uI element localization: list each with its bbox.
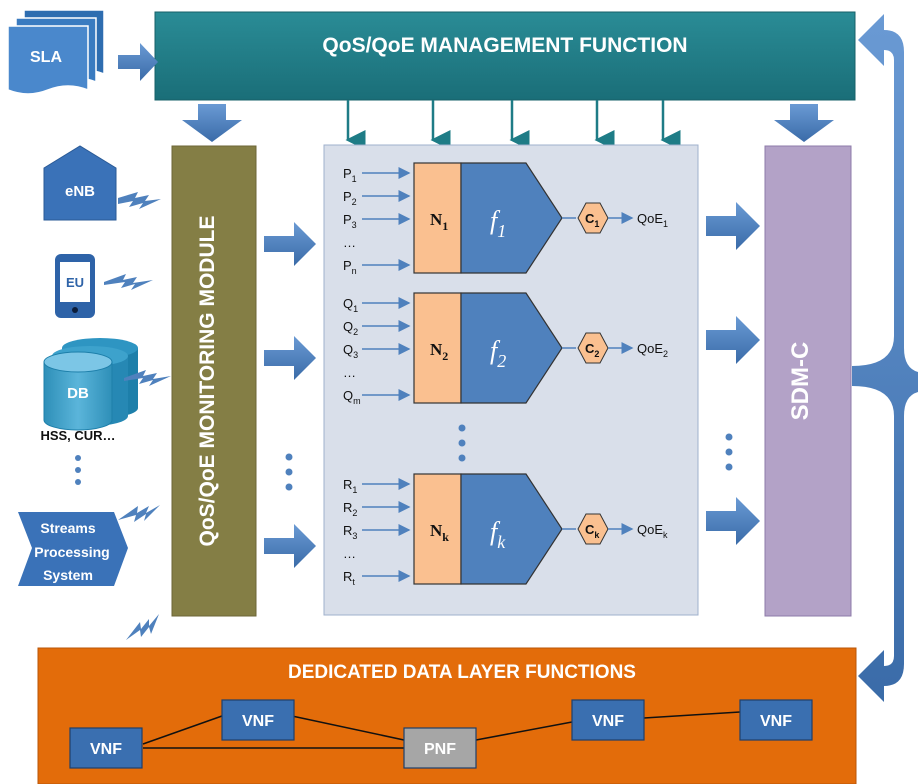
vnf-node: VNF — [571, 699, 645, 741]
eu-wireless-icon — [104, 274, 153, 290]
management-function: QoS/QoE MANAGEMENT FUNCTION — [154, 11, 856, 101]
model-input-label: R3 — [343, 523, 357, 541]
eu-label: EU — [66, 275, 84, 290]
streams-processing-system: Streams Processing System — [18, 512, 128, 586]
model-input-label: Q3 — [343, 342, 358, 360]
data-layer-title: DEDICATED DATA LAYER FUNCTIONS — [288, 662, 636, 683]
enb-label: eNB — [65, 183, 95, 200]
db-cylinder: DB — [43, 338, 138, 431]
model-input-label: Rt — [343, 569, 355, 587]
vnf-node: VNF — [69, 727, 143, 769]
model-input-label: Qm — [343, 388, 361, 406]
model-input-label: … — [343, 546, 356, 561]
normalization-label: Nk — [430, 521, 449, 544]
normalization-label: N1 — [430, 210, 448, 233]
db-caption: HSS, CUR… — [40, 428, 115, 443]
qoe-output-label: QoE2 — [637, 341, 668, 359]
db-label: DB — [67, 385, 89, 402]
data-layer-links — [142, 711, 741, 749]
data-layer-nodes: VNF VNF PNF VNF VNF — [69, 699, 813, 769]
vnf-node: VNF — [739, 699, 813, 741]
streams-label-1: Streams — [40, 520, 95, 536]
sla-label: SLA — [30, 49, 62, 66]
model-input-label: … — [343, 365, 356, 380]
classifier-label: C1 — [585, 211, 599, 229]
sdm-title: SDM-C — [787, 342, 814, 421]
model-input-label: Q2 — [343, 319, 358, 337]
streams-label-3: System — [43, 567, 93, 583]
model-input-label: R1 — [343, 477, 357, 495]
db-wireless-icon — [124, 370, 171, 386]
sla-arrow — [118, 43, 158, 81]
qoe-function-shape — [460, 292, 563, 404]
qoe-function-shape — [460, 162, 563, 274]
node-label: VNF — [242, 713, 274, 730]
model-input-label: P2 — [343, 189, 357, 207]
classifier-label: C2 — [585, 341, 599, 359]
node-label: VNF — [90, 741, 122, 758]
streams-wireless-icon — [118, 505, 160, 522]
sdm-arrows-ellipsis — [725, 433, 733, 471]
sdm-feedback-bracket — [852, 14, 918, 702]
enb-node: eNB — [43, 145, 117, 221]
mgmt-to-sdm-arrow — [774, 104, 834, 142]
qoe-function-shape — [460, 473, 563, 585]
model-to-sdm-arrows — [706, 202, 760, 545]
model-input-label: P1 — [343, 166, 357, 184]
sla-document-icon: SLA — [7, 9, 105, 95]
qoe-function-label: fk — [490, 517, 506, 552]
normalization-box — [413, 162, 462, 274]
model-input-label: P3 — [343, 212, 357, 230]
normalization-label: N2 — [430, 340, 448, 363]
node-label: VNF — [760, 713, 792, 730]
sources-ellipsis — [75, 455, 81, 485]
mgmt-control-arrows — [345, 100, 681, 150]
mgmt-to-monitoring-arrow — [182, 104, 242, 142]
eu-phone: EU — [55, 254, 95, 318]
model-input-label: Pn — [343, 258, 357, 276]
management-title: QoS/QoE MANAGEMENT FUNCTION — [322, 34, 687, 57]
enb-wireless-icon — [118, 192, 161, 209]
monitoring-module: QoS/QoE MONITORING MODULE — [171, 145, 257, 617]
monitoring-title: QoS/QoE MONITORING MODULE — [196, 216, 219, 547]
model-input-label: R2 — [343, 500, 357, 518]
pnf-node: PNF — [403, 727, 477, 769]
qoe-output-label: QoEk — [637, 522, 668, 540]
classifier-label: Ck — [585, 522, 600, 540]
model-input-label: Q1 — [343, 296, 358, 314]
model-input-label: … — [343, 235, 356, 250]
qoe-function-label: f2 — [490, 336, 506, 371]
normalization-box — [413, 473, 462, 585]
vnf-node: VNF — [221, 699, 295, 741]
qoe-function-label: f1 — [490, 206, 506, 241]
monitoring-arrows-ellipsis — [285, 453, 293, 491]
data-layer-wireless-icon — [126, 614, 159, 640]
monitoring-to-model-arrows — [264, 222, 316, 568]
sdm-controller: SDM-C — [764, 145, 852, 617]
node-label: PNF — [424, 741, 456, 758]
qoe-output-label: QoE1 — [637, 211, 668, 229]
normalization-box — [413, 292, 462, 404]
models-ellipsis — [458, 424, 466, 462]
streams-label-2: Processing — [34, 544, 109, 560]
node-label: VNF — [592, 713, 624, 730]
